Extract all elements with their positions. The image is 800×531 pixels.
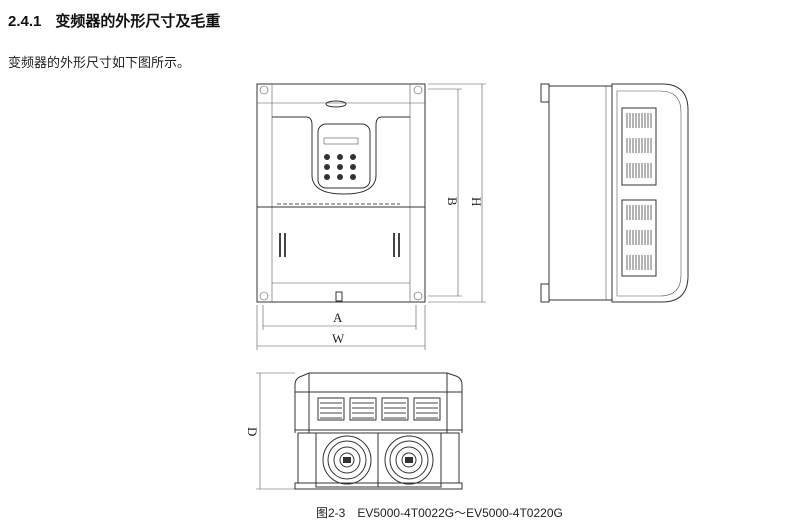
- section-heading: 2.4.1 变频器的外形尺寸及毛重: [8, 10, 220, 31]
- dim-label-a: A: [333, 310, 343, 325]
- side-view: [540, 83, 689, 303]
- figure-number: 图2-3: [316, 506, 346, 520]
- figure-caption-text: EV5000-4T0022G～EV5000-4T0220G: [357, 506, 563, 520]
- dim-label-w: W: [332, 331, 345, 346]
- dim-label-b: B: [445, 197, 460, 206]
- dimension-lines: [256, 83, 486, 490]
- section-title: 变频器的外形尺寸及毛重: [55, 13, 221, 30]
- intro-paragraph: 变频器的外形尺寸如下图所示。: [8, 56, 191, 71]
- dim-label-h: H: [469, 197, 484, 206]
- figure-caption: 图2-3 EV5000-4T0022G～EV5000-4T0220G: [316, 504, 563, 521]
- front-view: [256, 83, 426, 303]
- section-number: 2.4.1: [8, 13, 42, 30]
- bottom-view: [294, 372, 463, 490]
- dim-label-d: D: [245, 427, 260, 436]
